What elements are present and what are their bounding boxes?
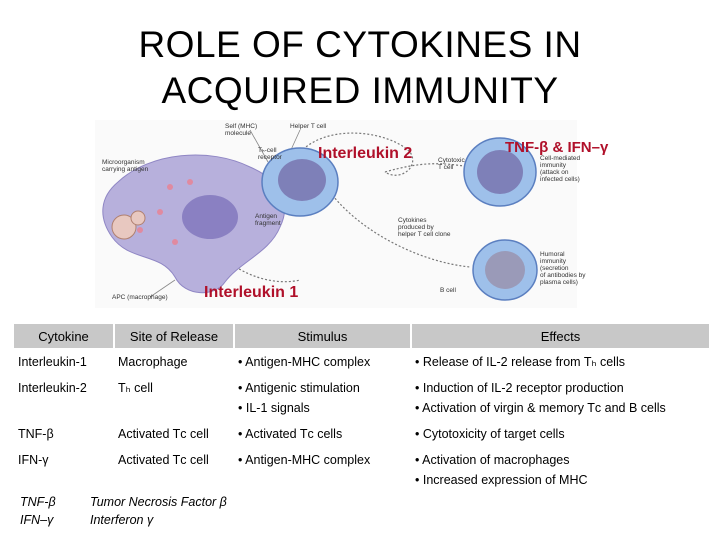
- cell-cytokine: TNF-β: [18, 427, 54, 441]
- cell-stimulus: • Antigen-MHC complex: [234, 348, 411, 374]
- cell-stimulus: • Antigenic stimulation • IL-1 signals: [234, 374, 411, 420]
- bullet-item: • Release of IL-2 release from Tₕ cells: [415, 355, 625, 369]
- legend-full: Tumor Necrosis Factor β: [90, 495, 227, 509]
- pointer-line: [249, 129, 269, 163]
- cytotoxic-t-cell-nucleus: [477, 150, 523, 194]
- legend-abbr: IFN–γ: [20, 513, 54, 527]
- macrophage-nucleus: [182, 195, 238, 239]
- cell-cytokine: IFN-γ: [18, 453, 49, 467]
- cell-effects: • Cytotoxicity of target cells: [411, 420, 709, 446]
- page-title: ROLE OF CYTOKINES IN ACQUIRED IMMUNITY: [0, 22, 720, 114]
- cell-effects: • Activation of macrophages • Increased e…: [411, 446, 709, 492]
- column-header: Stimulus: [234, 324, 412, 348]
- label-interleukin-2: Interleukin 2: [318, 145, 413, 162]
- antigen-dot: [137, 227, 143, 233]
- column-header: Site of Release: [114, 324, 235, 348]
- cell-site: Tₕ cell: [118, 381, 153, 395]
- column-header: Effects: [411, 324, 709, 348]
- cell-site: Macrophage: [118, 355, 188, 369]
- cytotoxic-pathway: [384, 163, 471, 173]
- label-self-mhc: Self (MHC)molecule: [225, 123, 257, 137]
- abbreviation-legend: TNF-β Tumor Necrosis Factor β IFN–γ Interf…: [20, 493, 227, 529]
- title-line-2: ACQUIRED IMMUNITY: [161, 70, 559, 111]
- bullet-item: • Increased expression of MHC: [415, 473, 588, 487]
- cell-cytokine: Interleukin-1: [18, 355, 87, 369]
- bullet-item: • Activation of virgin & memory Tᴄ and B…: [415, 401, 666, 415]
- label-tnf-ifn: TNF-β & IFN–γ: [505, 139, 609, 156]
- antigen-dot: [157, 209, 163, 215]
- cell-effects: • Induction of IL-2 receptor production •…: [411, 374, 709, 420]
- table-row: TNF-β Activated Tᴄ cell • Activated Tᴄ c…: [14, 420, 709, 446]
- bcell-pathway: [329, 191, 471, 268]
- cell-site: Activated Tᴄ cell: [118, 427, 209, 441]
- macrophage-pathway: [209, 241, 301, 283]
- bullet-item: • Antigen-MHC complex: [238, 453, 371, 467]
- column-header: Cytokine: [14, 324, 115, 348]
- label-apc: APC (macrophage): [112, 294, 168, 301]
- table-row: Interleukin-2 Tₕ cell • Antigenic stimul…: [14, 374, 709, 420]
- bullet-item: • Activation of macrophages: [415, 453, 570, 467]
- bullet-item: • Antigen-MHC complex: [238, 355, 371, 369]
- legend-item: IFN–γ Interferon γ: [20, 511, 227, 529]
- title-line-1: ROLE OF CYTOKINES IN: [138, 24, 582, 65]
- table-header-row: Cytokine Site of Release Stimulus Effect…: [14, 324, 709, 348]
- cell-cytokine: Interleukin-2: [18, 381, 87, 395]
- bullet-item: • Activated Tᴄ cells: [238, 427, 343, 441]
- legend-abbr: TNF-β: [20, 495, 56, 509]
- helper-t-cell-nucleus: [278, 159, 326, 201]
- cytokine-table: Cytokine Site of Release Stimulus Effect…: [14, 324, 709, 492]
- bullet-item: • Cytotoxicity of target cells: [415, 427, 565, 441]
- antigen-dot: [172, 239, 178, 245]
- b-cell-nucleus: [485, 251, 525, 289]
- bullet-item: • Induction of IL-2 receptor production: [415, 381, 624, 395]
- cell-stimulus: • Antigen-MHC complex: [234, 446, 411, 492]
- legend-item: TNF-β Tumor Necrosis Factor β: [20, 493, 227, 511]
- legend-full: Interferon γ: [90, 513, 154, 527]
- table-row: IFN-γ Activated Tᴄ cell • Antigen-MHC co…: [14, 446, 709, 492]
- microorganism: [111, 214, 137, 240]
- label-interleukin-1: Interleukin 1: [204, 284, 299, 301]
- pointer-line: [149, 279, 176, 298]
- cell-effects: • Release of IL-2 release from Tₕ cells: [411, 348, 709, 374]
- label-helper-t: Helper T cell: [290, 123, 327, 130]
- immune-diagram: Self (MHC)molecule Helper T cell Tₕ-cell…: [95, 120, 586, 308]
- bullet-item: • Antigenic stimulation: [238, 381, 360, 395]
- cell-stimulus: • Activated Tᴄ cells: [234, 420, 411, 446]
- bullet-item: • IL-1 signals: [238, 401, 310, 415]
- antigen-dot: [187, 179, 193, 185]
- cell-site: Activated Tᴄ cell: [118, 453, 209, 467]
- label-b-cell: B cell: [440, 287, 456, 294]
- antigen-dot: [167, 184, 173, 190]
- microorganism: [130, 210, 146, 226]
- table-row: Interleukin-1 Macrophage • Antigen-MHC c…: [14, 348, 709, 374]
